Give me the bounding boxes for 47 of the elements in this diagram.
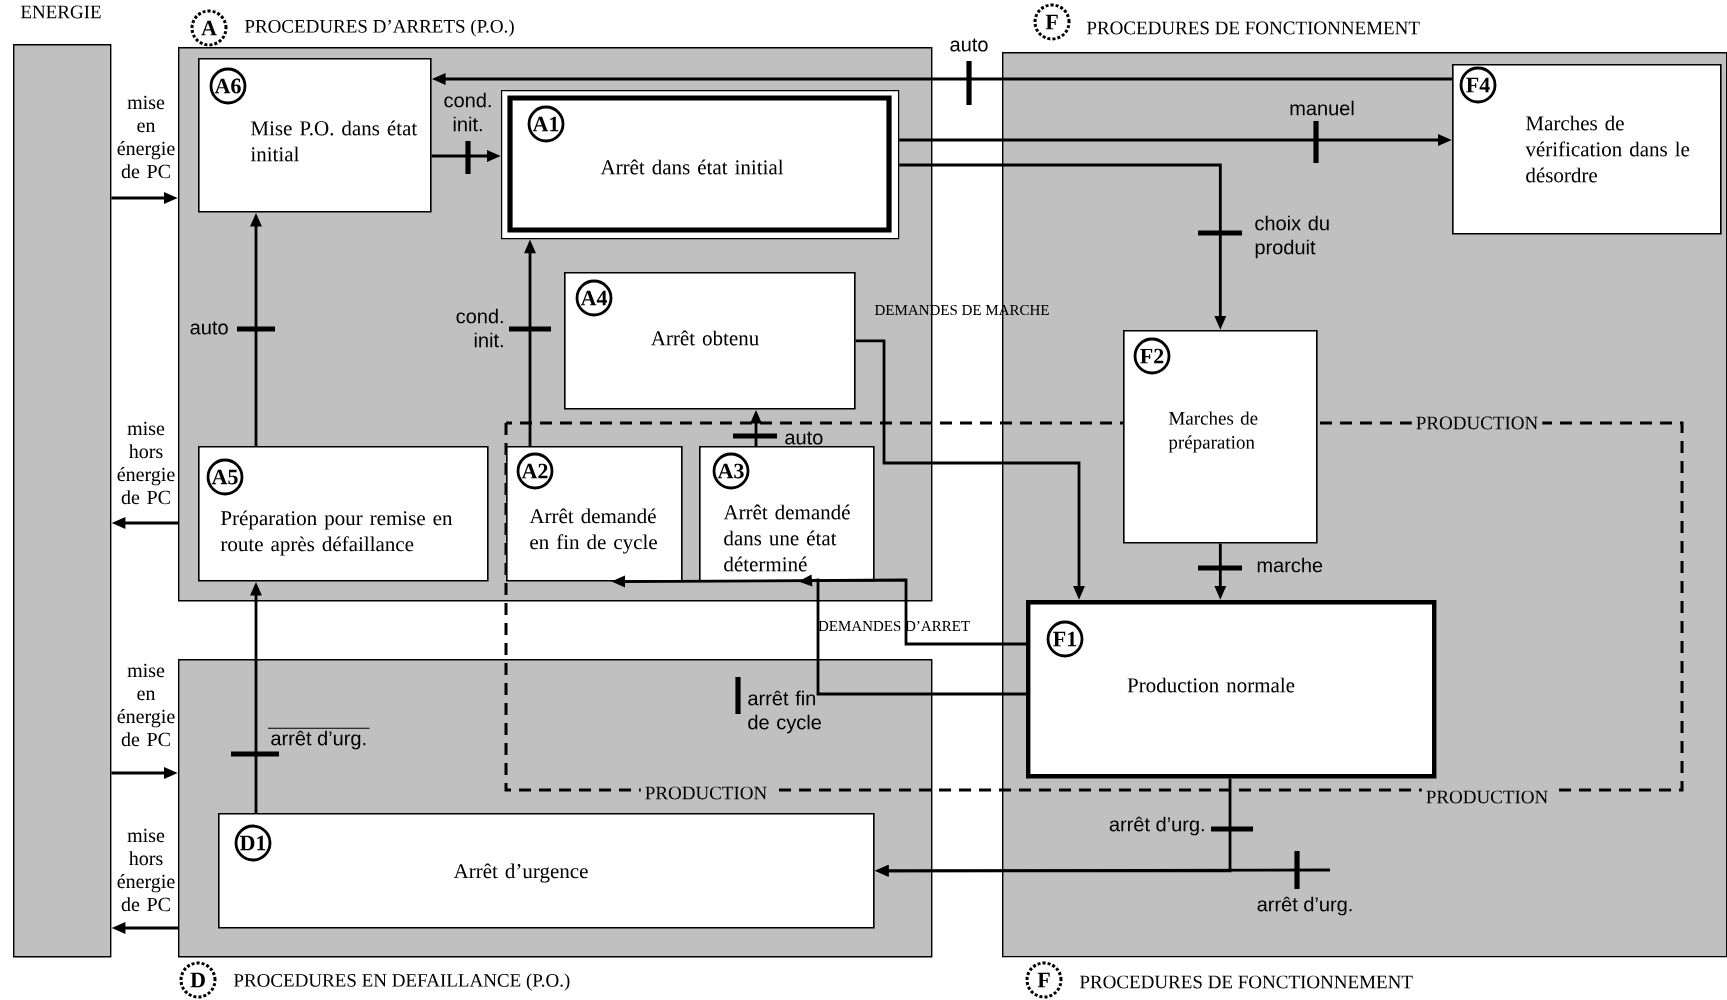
- edge-label: marche: [1257, 557, 1323, 573]
- zone-heading: PROCEDURES DE FONCTIONNEMENT: [1079, 975, 1413, 989]
- annotation: DEMANDES D’ARRET: [818, 620, 970, 632]
- zone-letter: D: [179, 961, 217, 999]
- edge-label: arrêt d’urg.: [1109, 816, 1204, 836]
- edge-label: auto: [950, 38, 988, 52]
- annotation: arrêt fin de cycle: [748, 690, 821, 734]
- step-number: F2: [1133, 337, 1171, 375]
- step-number: A3: [712, 452, 750, 490]
- step-number: A4: [575, 279, 613, 317]
- step-number: F1: [1046, 620, 1084, 658]
- step-number: A6: [209, 67, 247, 105]
- edge-label: choix du produit: [1255, 215, 1329, 259]
- zone-letter: F: [1033, 3, 1071, 41]
- step-box: A1 Arrêt dans état initial: [501, 90, 900, 240]
- zone-heading: PROCEDURES EN DEFAILLANCE (P.O.): [233, 973, 570, 991]
- edge-label: cond. init.: [456, 308, 503, 348]
- step-number: A1: [527, 105, 565, 143]
- edge-label: cond. init.: [444, 92, 491, 132]
- edge-label: mise en énergie de PC: [117, 95, 175, 179]
- edge-label: auto: [785, 431, 823, 445]
- step-box: A4 Arrêt obtenu: [564, 272, 856, 410]
- step-number: F4: [1459, 66, 1497, 104]
- step-box: A2 Arrêt demandé en fin de cycle: [506, 446, 683, 582]
- step-number: A5: [206, 458, 244, 496]
- step-number: D1: [234, 824, 272, 862]
- step-number: A2: [516, 452, 554, 490]
- energy-bar: ENERGIE: [13, 5, 112, 958]
- edge-label: mise hors énergie de PC: [117, 828, 175, 912]
- step-box: F2 Marches de préparation: [1123, 330, 1318, 544]
- edge-label: arrêt d’urg.: [1257, 896, 1352, 916]
- zone-heading: PROCEDURES D’ARRETS (P.O.): [244, 19, 514, 37]
- edge-label: auto: [190, 321, 228, 335]
- edge-label: mise en énergie de PC: [117, 663, 175, 747]
- node-label: ENERGIE: [20, 5, 101, 19]
- step-box: F1 Production normale: [1026, 600, 1437, 779]
- step-box: A5 Préparation pour remise en route après défaillance: [198, 446, 489, 582]
- zone-letter: F: [1025, 961, 1063, 999]
- step-box: F4 Marches de vérification dans le désordre: [1452, 64, 1722, 235]
- step-box: A3 Arrêt demandé dans une état déterminé: [699, 446, 875, 582]
- edge-label: mise hors énergie de PC: [117, 421, 175, 505]
- edge-label: manuel: [1290, 100, 1354, 116]
- step-box: A6 Mise P.O. dans état initial: [198, 58, 432, 213]
- edge-label: arrêt d’urg.: [267, 727, 371, 750]
- zone-letter: A: [190, 9, 228, 47]
- step-box: D1 Arrêt d’urgence: [218, 813, 875, 929]
- zone-heading: PROCEDURES DE FONCTIONNEMENT: [1086, 21, 1420, 35]
